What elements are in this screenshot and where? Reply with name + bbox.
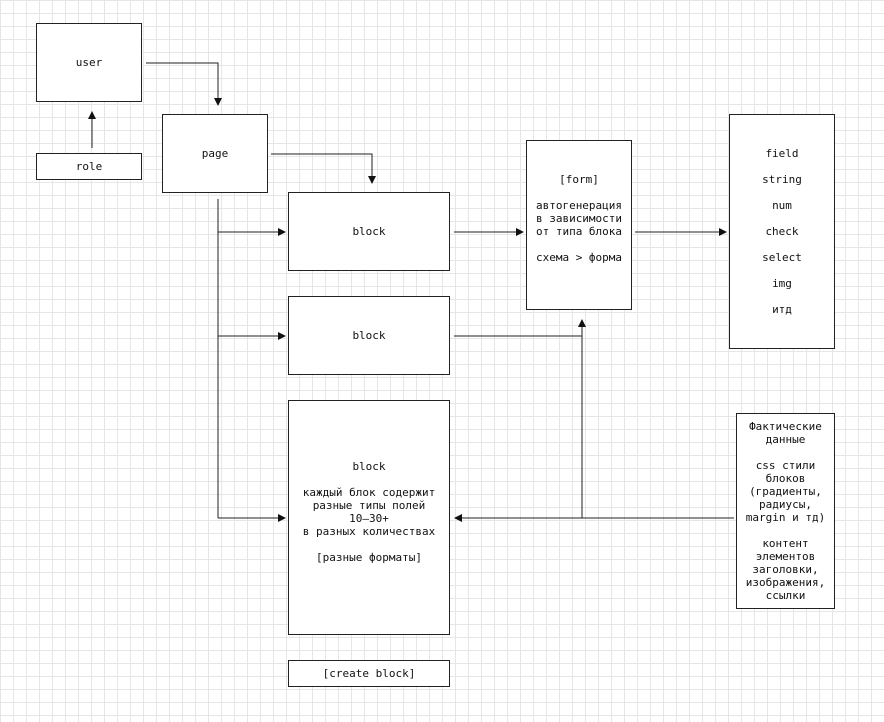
field-type-item: img [772,277,792,290]
form-title: [form] [559,173,599,186]
block-box-3: block каждый блок содержит разные типы п… [288,400,450,635]
field-type-item: string [762,173,802,186]
field-type-item: select [762,251,802,264]
field-type-item: итд [772,303,792,316]
block2-label: block [352,329,386,342]
arrowhead [719,228,727,236]
create-block-box: [create block] [288,660,450,687]
block3-title: block [352,460,386,473]
actual-data-content: контент элементов заголовки, изображения… [745,537,826,602]
user-box: user [36,23,142,102]
block3-description: каждый блок содержит разные типы полей 1… [302,486,436,538]
page-box: page [162,114,268,193]
actual-data-css: css стили блоков (градиенты, радиусы, ma… [745,459,826,524]
actual-data-title: Фактические данные [749,420,822,446]
arrowhead [368,176,376,184]
arrowhead [278,514,286,522]
form-box: [form] автогенерация в зависимости от ти… [526,140,632,310]
arrowhead [278,332,286,340]
field-type-item: num [772,199,792,212]
page-label: page [201,147,229,160]
field-type-item: check [765,225,799,238]
role-box: role [36,153,142,180]
arrowhead [454,514,462,522]
form-schema: схема > форма [535,251,623,264]
block1-label: block [352,225,386,238]
arrowhead [88,111,96,119]
arrowhead [278,228,286,236]
arrowhead [578,319,586,327]
block-box-1: block [288,192,450,271]
connector-page-to-block-top [271,153,373,176]
create-block-label: [create block] [322,667,416,680]
block3-formats: [разные форматы] [316,551,422,564]
block-box-2: block [288,296,450,375]
form-description: автогенерация в зависимости от типа блок… [535,199,623,238]
arrowhead [214,98,222,106]
fields-box: field string num check select img итд [729,114,835,349]
actual-data-box: Фактические данные css стили блоков (гра… [736,413,835,609]
field-type-item: field [765,147,799,160]
user-label: user [75,56,103,69]
connector-user-to-page [146,62,219,98]
arrowhead [516,228,524,236]
role-label: role [75,160,103,173]
